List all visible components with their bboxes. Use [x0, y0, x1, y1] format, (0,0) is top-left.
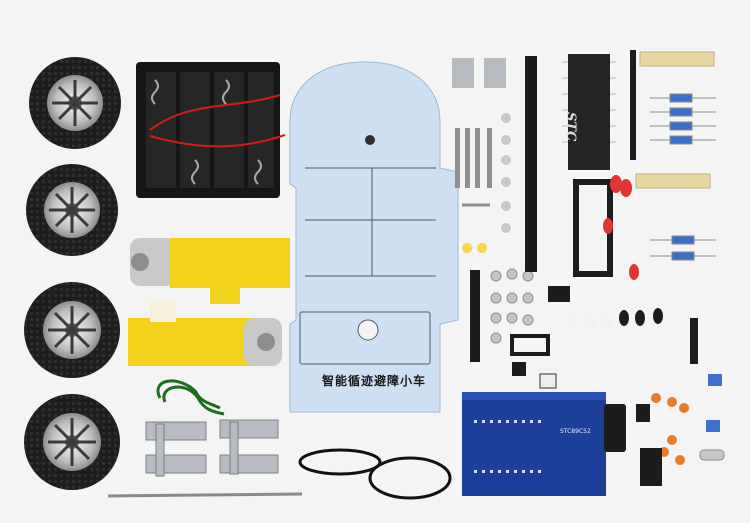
wheel-2 — [26, 164, 118, 256]
battery-holder — [136, 62, 286, 198]
chassis-board — [289, 61, 459, 413]
slide-switch — [539, 373, 557, 389]
green-wires — [156, 379, 225, 416]
pin-headers — [470, 50, 698, 364]
dip-ic-8pin — [640, 448, 662, 486]
trimmer-potentiometers — [706, 374, 722, 432]
mcu-chip — [562, 54, 616, 170]
motor-brackets — [145, 419, 279, 477]
wheel-1 — [29, 57, 121, 149]
axle-rod — [107, 492, 303, 498]
leds — [567, 175, 663, 330]
wheel-4 — [24, 394, 120, 490]
pcb-chip-label: STC89C52 — [560, 428, 591, 435]
gear-motor-2 — [128, 300, 282, 366]
chassis-board-title: 智能循迹避障小车 — [322, 374, 427, 388]
control-pcb — [462, 392, 606, 496]
hex-nuts — [490, 268, 534, 344]
wheel-3 — [24, 282, 120, 378]
resistors — [635, 51, 716, 261]
mcu-chip-brand: STC — [563, 112, 578, 142]
screws-and-standoffs — [452, 58, 511, 253]
gear-motor-1 — [130, 238, 290, 304]
push-button — [512, 362, 526, 376]
crystal-oscillator — [699, 449, 725, 461]
dip-socket-small — [510, 334, 550, 356]
electrolytic-capacitor — [604, 404, 626, 452]
comparator-ic — [548, 286, 570, 302]
ceramic-capacitors — [651, 393, 689, 465]
rubber-bands — [298, 448, 452, 500]
